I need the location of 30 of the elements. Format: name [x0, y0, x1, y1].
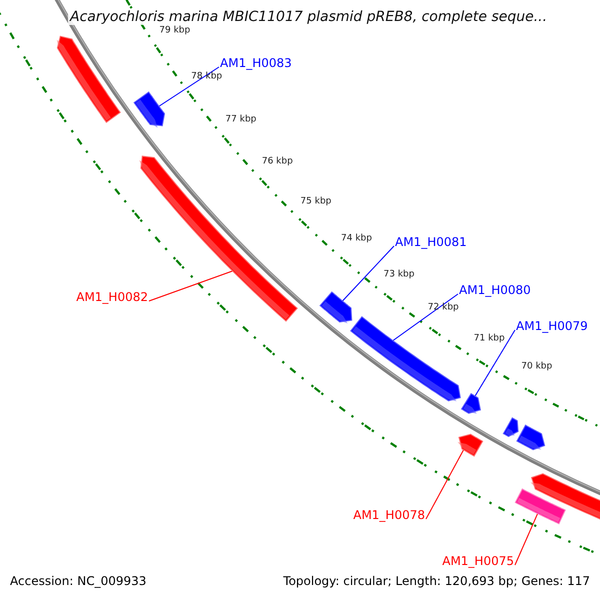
gene-label: AM1_H0080	[459, 284, 531, 296]
tick-label: 77 kbp	[225, 116, 256, 125]
accession-text: Accession: NC_009933	[10, 575, 146, 587]
gene-label: AM1_H0081	[395, 236, 467, 248]
gene-block	[133, 91, 166, 128]
leader-line	[426, 449, 464, 520]
gene-block	[460, 393, 481, 414]
gene-block	[458, 434, 484, 457]
leader-line	[148, 270, 234, 302]
tick-label: 74 kbp	[341, 234, 372, 244]
tick-label: 70 kbp	[521, 362, 552, 372]
gene-block	[319, 291, 352, 324]
leader-line	[392, 294, 458, 342]
gene-label: AM1_H0083	[220, 57, 292, 69]
tick-label: 79 kbp	[159, 26, 190, 36]
summary-text: Topology: circular; Length: 120,693 bp; Genes: 117	[283, 575, 590, 587]
gene-label: AM1_H0078	[353, 509, 425, 521]
gene-label: AM1_H0079	[516, 320, 588, 332]
tick-label: 72 kbp	[428, 304, 459, 313]
leader-line	[342, 246, 394, 302]
tick-label: 71 kbp	[474, 334, 505, 344]
leader-line	[514, 513, 538, 566]
gene-label: AM1_H0075	[442, 555, 514, 567]
gene-label: AM1_H0082	[76, 291, 148, 303]
leader-line	[474, 330, 516, 397]
gene-block	[350, 316, 461, 402]
gene-bar	[514, 488, 566, 524]
tick-label: 73 kbp	[384, 270, 414, 280]
tick-label: 76 kbp	[262, 157, 293, 166]
leader-line	[158, 66, 220, 107]
